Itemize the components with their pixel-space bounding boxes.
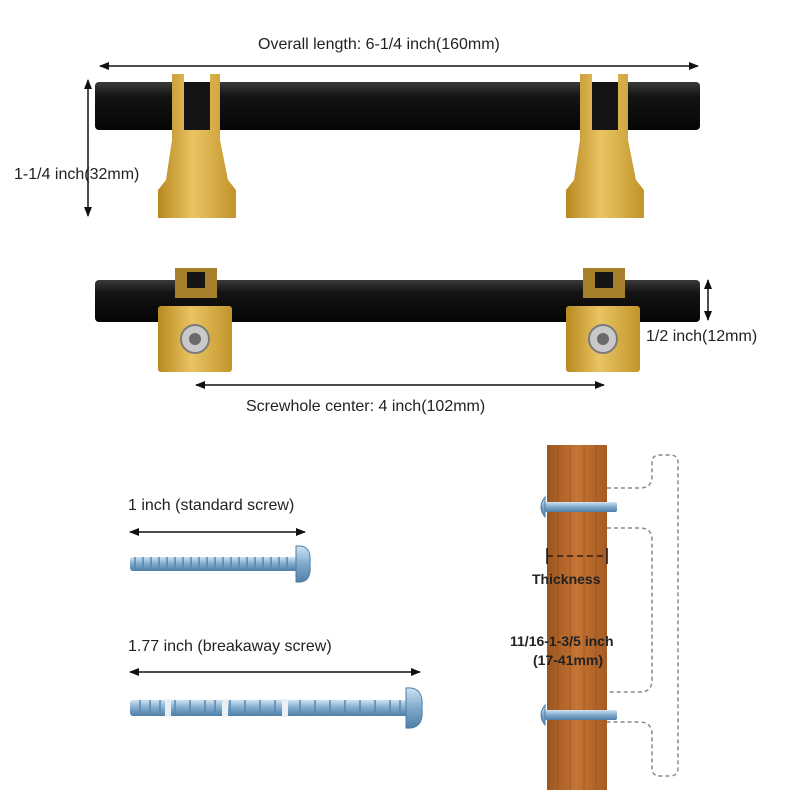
handle-outline-dashed — [607, 454, 679, 777]
screwhole-center-label: Screwhole center: 4 inch(102mm) — [246, 398, 486, 415]
standard-screw-label: 1 inch (standard screw) — [128, 497, 295, 514]
bar-thickness-label: 1/2 inch(12mm) — [646, 328, 758, 345]
breakaway-screw-label: 1.77 inch (breakaway screw) — [128, 638, 332, 655]
handle-bar-side — [95, 82, 700, 130]
breakaway-screw — [129, 668, 423, 729]
handle-side-view — [95, 74, 700, 218]
thickness-label: Thickness — [532, 571, 601, 587]
thickness-range-mm-label: (17-41mm) — [533, 652, 604, 668]
handle-back-view — [95, 268, 700, 372]
right-base-back — [566, 268, 640, 372]
standard-screw — [129, 528, 311, 583]
overall-length-label: Overall length: 6-1/4 inch(160mm) — [258, 36, 500, 53]
left-post-side — [158, 74, 236, 218]
thickness-range-label: 11/16-1-3/5 inch — [510, 633, 614, 649]
height-label: 1-1/4 inch(32mm) — [14, 166, 140, 183]
handle-bar-back — [95, 280, 700, 322]
installation-diagram — [540, 445, 679, 790]
wood-panel — [547, 445, 607, 790]
right-post-side — [566, 74, 644, 218]
left-base-back — [158, 268, 232, 372]
